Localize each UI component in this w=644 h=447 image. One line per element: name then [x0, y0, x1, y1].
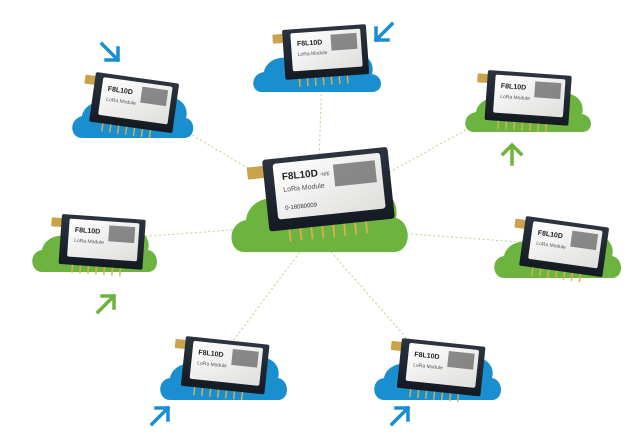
barcode [140, 86, 169, 107]
module-model-text: F8L10D [75, 227, 101, 236]
module-pins [101, 123, 152, 139]
module-pins [409, 389, 460, 403]
center-model-suffix-text: -N/E [320, 171, 331, 178]
module-pins [288, 221, 369, 242]
lora-module-center: F8L10D -N/E LoRa Module 0-18080009 [246, 147, 395, 242]
module-model-text: F8L10D [537, 230, 563, 240]
lora-module-top-left: F8L10D LoRa Module [84, 72, 179, 139]
module-pins [298, 75, 349, 87]
center-subtitle-text: LoRa Module [283, 183, 325, 194]
module-pins [531, 267, 582, 283]
module-subtitle-text: LoRa Module [74, 238, 104, 246]
center-model-text: F8L10D [281, 168, 318, 183]
barcode [570, 230, 599, 251]
lora-module-mid-left: F8L10D LoRa Module [51, 214, 146, 277]
module-subtitle-text: LoRa Module [413, 362, 443, 371]
module-pins [497, 120, 548, 133]
module-subtitle-text: LoRa Module [536, 241, 567, 251]
lora-module-bottom-left: F8L10D LoRa Module [174, 336, 270, 401]
module-subtitle-text: LoRa Module [500, 94, 530, 102]
barcode [231, 348, 259, 368]
arrow-down-left-icon [373, 21, 395, 43]
module-model-text: F8L10D [198, 349, 224, 359]
module-subtitle-text: LoRa Module [197, 360, 227, 369]
module-subtitle-text: LoRa Module [106, 97, 137, 107]
lora-module-top-right: F8L10D LoRa Module [477, 70, 572, 133]
arrow-down-right-icon [99, 41, 121, 63]
module-model-text: F8L10D [501, 83, 527, 92]
module-model-text: F8L10D [107, 86, 133, 96]
lora-module-top-center: F8L10D LoRa Module [272, 24, 370, 87]
module-model-text: F8L10D [414, 351, 440, 361]
module-subtitle-text: LoRa Module [298, 50, 328, 58]
arrow-up-right-icon [149, 405, 171, 427]
module-pins [193, 387, 244, 401]
lora-module-mid-right: F8L10D LoRa Module [514, 216, 609, 283]
barcode [332, 160, 377, 187]
module-model-text: F8L10D [297, 39, 323, 48]
arrow-up-right-icon [95, 293, 117, 315]
arrow-up-icon [500, 142, 524, 166]
lora-module-bottom-right: F8L10D LoRa Module [390, 338, 486, 403]
barcode [447, 350, 475, 370]
barcode [330, 32, 358, 51]
module-pins [71, 264, 122, 277]
arrow-up-right-icon [389, 405, 411, 427]
antenna-connector [246, 165, 268, 180]
barcode [534, 81, 562, 100]
center-serial-text: 0-18080009 [285, 202, 318, 211]
barcode [108, 225, 136, 244]
